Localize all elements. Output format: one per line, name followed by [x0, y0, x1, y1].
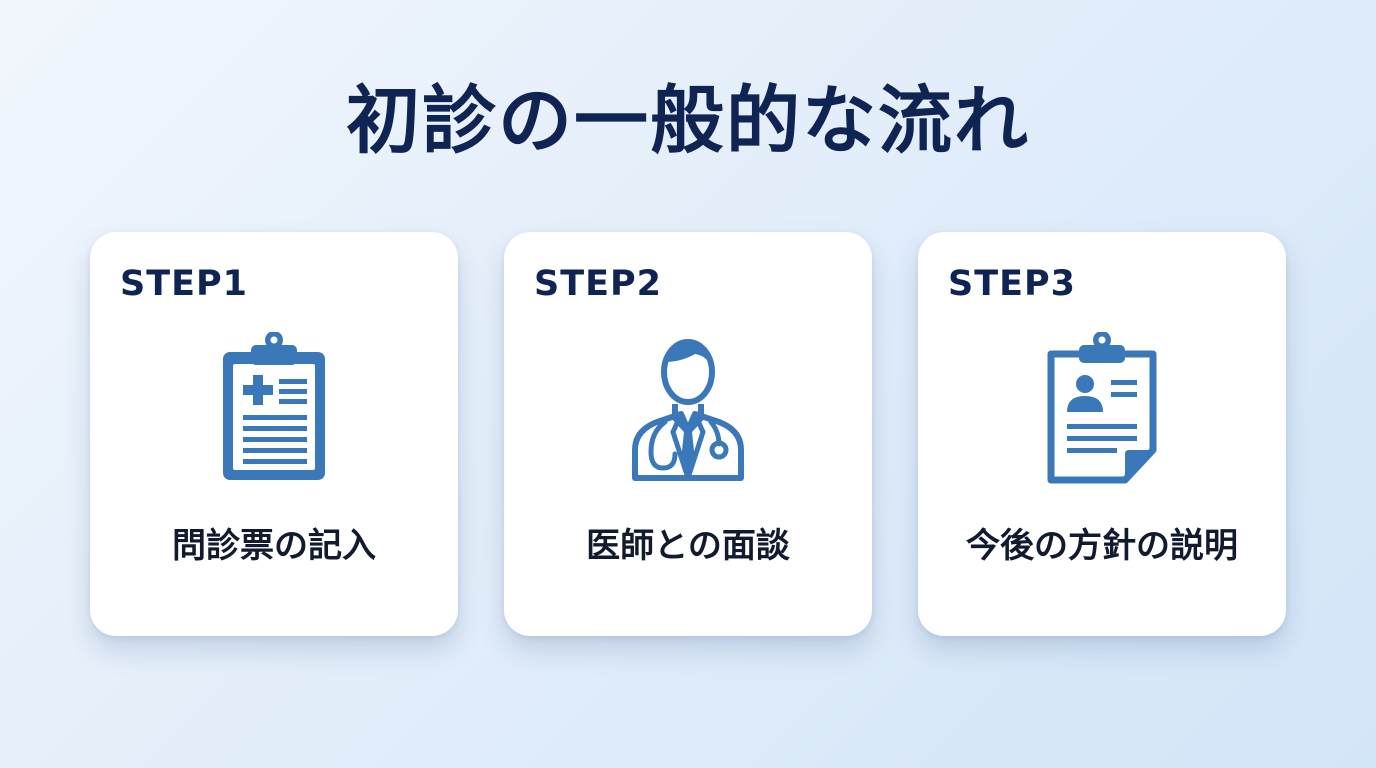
medical-clipboard-icon [209, 331, 339, 484]
step-description: 医師との面談 [586, 526, 790, 566]
step-label: STEP1 [120, 264, 248, 304]
step-label: STEP3 [948, 264, 1076, 304]
step-card-3: STEP3 今後の方針の説明 [918, 232, 1286, 636]
step-description: 今後の方針の説明 [966, 526, 1238, 566]
doctor-icon [623, 332, 753, 484]
step-card-1: STEP1 問診票の記入 [90, 232, 458, 636]
step-label: STEP2 [534, 264, 662, 304]
step-description: 問診票の記入 [172, 526, 376, 566]
patient-record-icon [1037, 331, 1167, 484]
step-card-2: STEP2 医師との面談 [504, 232, 872, 636]
page-title: 初診の一般的な流れ [346, 78, 1030, 164]
